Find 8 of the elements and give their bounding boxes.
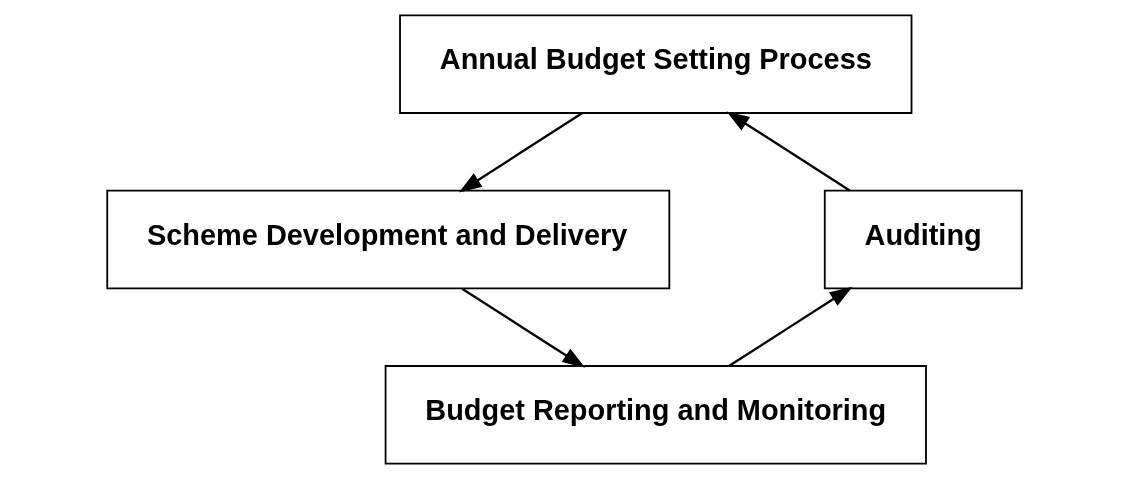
arrow — [458, 112, 583, 193]
node-box: Annual Budget Setting Process — [398, 14, 912, 114]
node-box: Auditing — [823, 189, 1023, 290]
arrow — [460, 287, 585, 368]
arrow — [726, 111, 850, 192]
node-box: Scheme Development and Delivery — [105, 189, 670, 290]
arrow — [728, 286, 852, 367]
node-box: Budget Reporting and Monitoring — [384, 365, 927, 465]
